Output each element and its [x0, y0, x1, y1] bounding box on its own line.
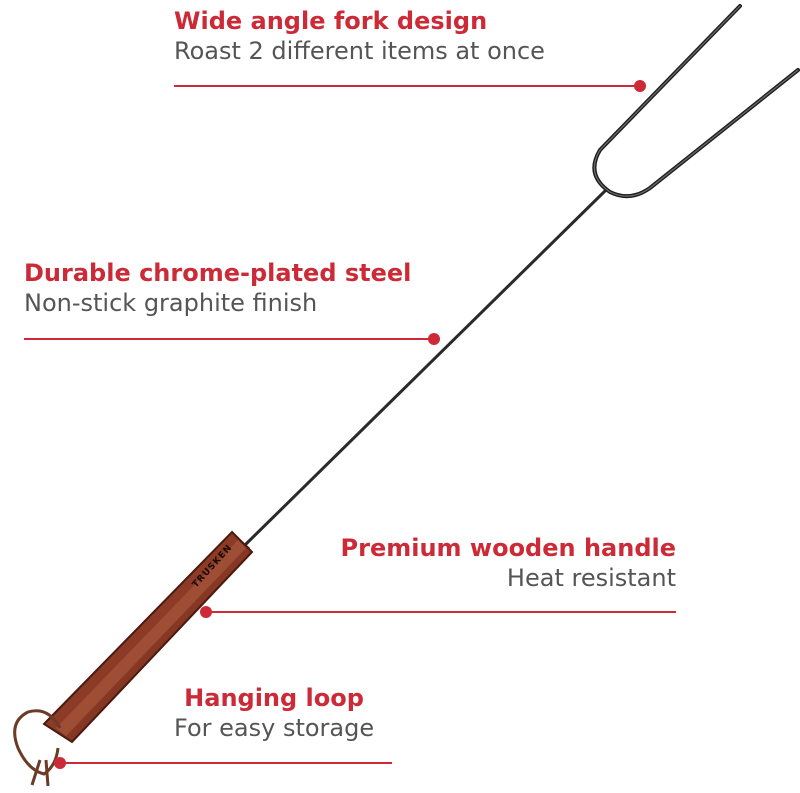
callout-subtitle: Heat resistant	[506, 564, 676, 592]
wooden-handle: TRUSKEN	[42, 530, 254, 744]
callout-fork-design: Wide angle fork design Roast 2 different…	[174, 6, 545, 66]
callout-leader-line	[206, 611, 676, 613]
callout-subtitle: Roast 2 different items at once	[174, 37, 545, 65]
callout-title: Durable chrome-plated steel	[24, 259, 412, 287]
callout-leader-line	[24, 338, 434, 340]
callout-leader-line	[62, 762, 392, 764]
callout-subtitle: Non-stick graphite finish	[24, 289, 318, 317]
callout-hanging-loop: Hanging loop For easy storage	[174, 683, 374, 743]
callout-title: Hanging loop	[184, 684, 364, 712]
callout-leader-dot	[634, 80, 646, 92]
callout-subtitle: For easy storage	[174, 714, 375, 742]
callout-title: Wide angle fork design	[174, 7, 488, 35]
fork-prongs	[592, 4, 800, 199]
callout-wooden-handle: Premium wooden handle Heat resistant	[341, 533, 676, 593]
callout-leader-dot	[54, 757, 66, 769]
callout-title: Premium wooden handle	[340, 534, 676, 562]
callout-leader-dot	[428, 333, 440, 345]
callout-leader-line	[174, 85, 640, 87]
leather-loop-icon	[13, 709, 62, 776]
steel-shaft	[243, 188, 608, 547]
callout-chrome-steel: Durable chrome-plated steel Non-stick gr…	[24, 258, 411, 318]
callout-leader-dot	[200, 606, 212, 618]
